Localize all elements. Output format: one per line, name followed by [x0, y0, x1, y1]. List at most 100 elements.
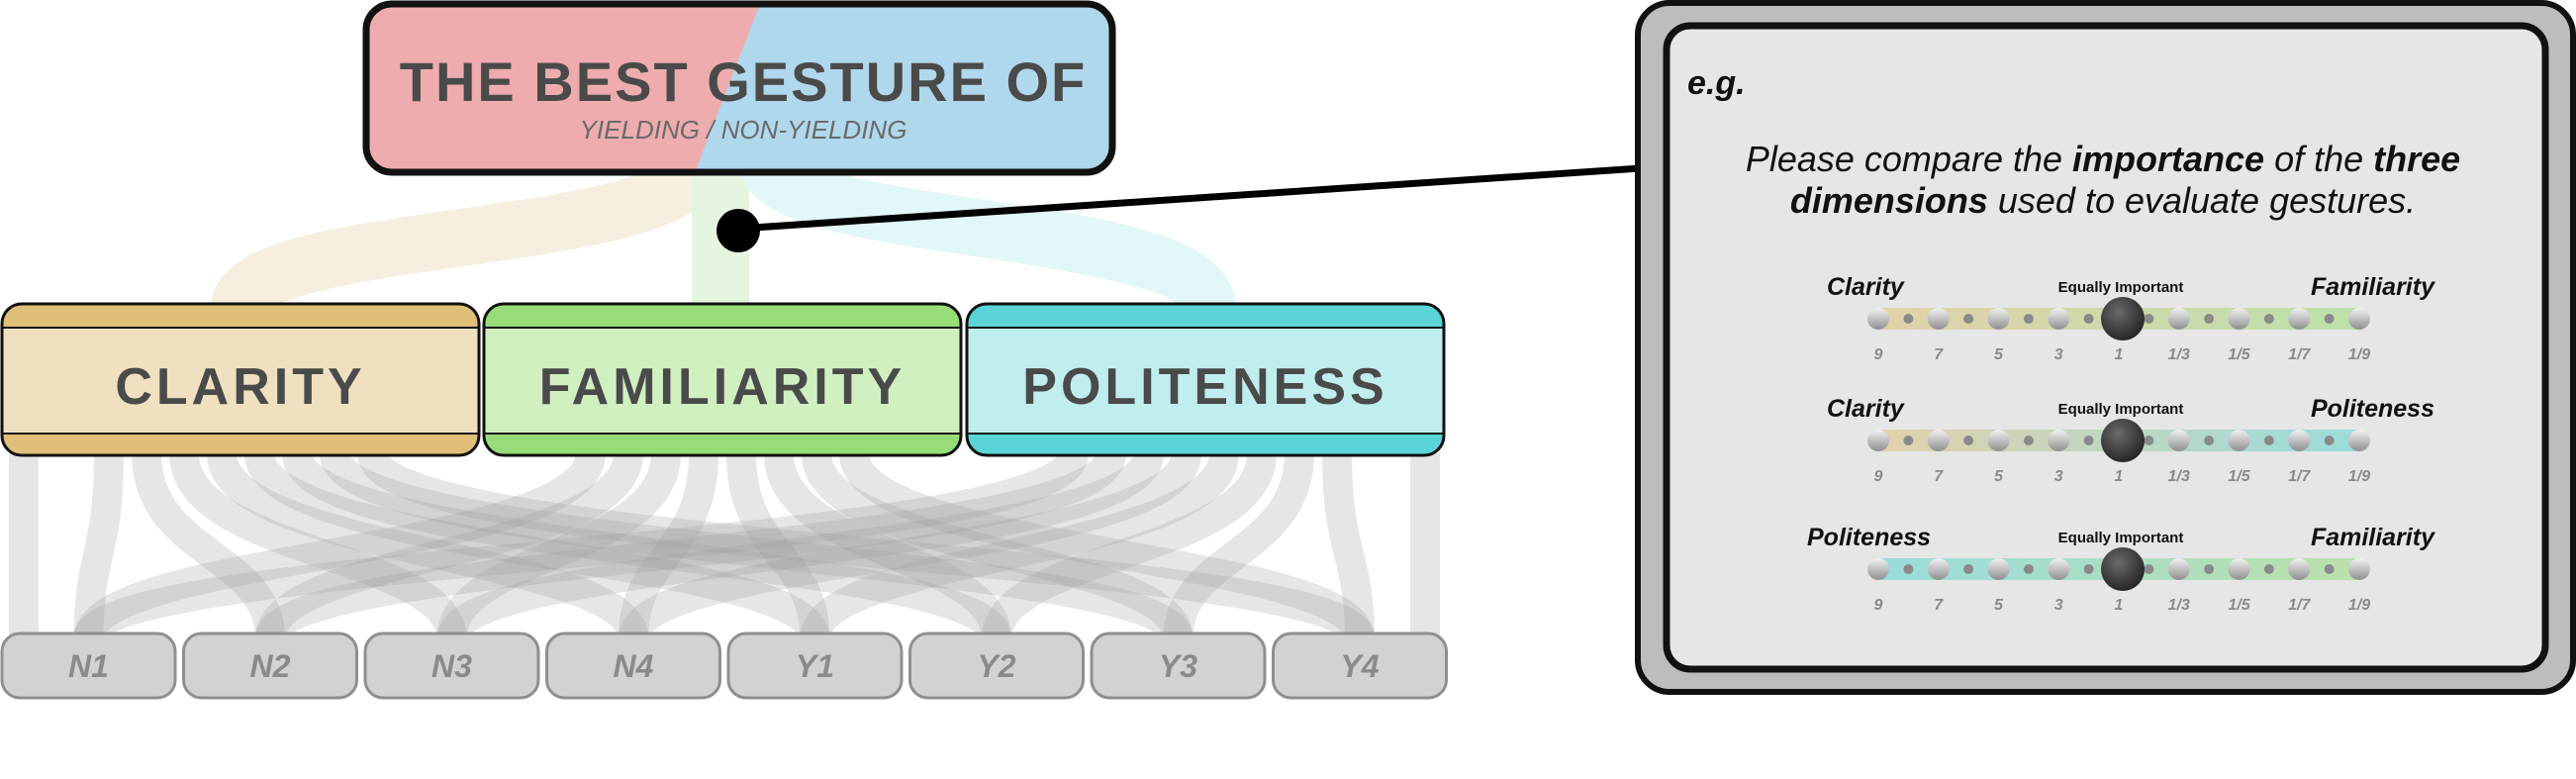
- alternative-label: N3: [431, 648, 472, 684]
- scale-label: 1/3: [2168, 468, 2190, 485]
- alternative-box-y1: Y1: [726, 632, 904, 700]
- criterion-label: CLARITY: [115, 358, 365, 416]
- scale-option-dot[interactable]: [2228, 558, 2250, 580]
- scale-option-dot[interactable]: [2167, 430, 2190, 451]
- alternative-links: [9, 449, 1440, 643]
- scale-option-dot[interactable]: [2048, 308, 2070, 330]
- alternative-box-n2: N2: [182, 632, 358, 700]
- comparison-left-label: Clarity: [1827, 273, 1905, 301]
- scale-minor-dot: [2263, 314, 2274, 324]
- scale-minor-dot: [1903, 564, 1914, 574]
- criterion-box-familiarity: FAMILIARITY: [482, 302, 963, 457]
- scale-label: 1/7: [2288, 468, 2311, 485]
- alternative-link: [1322, 452, 1375, 639]
- equally-important-label: Equally Important: [2058, 279, 2184, 296]
- scale-minor-dot: [2083, 314, 2094, 324]
- criterion-box-clarity: CLARITY: [0, 302, 481, 457]
- alternative-link: [436, 449, 1164, 642]
- scale-minor-dot: [2263, 436, 2274, 445]
- alternative-link: [73, 450, 606, 642]
- alternative-label: Y1: [796, 648, 834, 684]
- scale-option-dot[interactable]: [2228, 308, 2250, 330]
- scale-option-dot[interactable]: [1927, 430, 1950, 451]
- scale-minor-dot: [2023, 436, 2034, 445]
- scale-label: 1/3: [2168, 597, 2190, 614]
- comparison-left-label: Clarity: [1827, 395, 1905, 423]
- criterion-label: FAMILIARITY: [539, 358, 906, 416]
- scale-label: 1: [2115, 468, 2124, 485]
- goal-box: THE BEST GESTURE OF YIELDING / NON-YIELD…: [362, 0, 1116, 176]
- scale-label: 1/9: [2348, 468, 2370, 485]
- scale-label: 9: [1874, 597, 1883, 614]
- scale-minor-dot: [1903, 314, 1914, 324]
- comparison-right-label: Politeness: [2311, 395, 2434, 423]
- alternative-box-y2: Y2: [908, 632, 1085, 700]
- scale-option-dot[interactable]: [2288, 430, 2311, 451]
- scale-minor-dot: [2324, 314, 2335, 324]
- callout-line: [737, 164, 1642, 233]
- scale-option-dot[interactable]: [2348, 308, 2370, 330]
- selected-scale-knob[interactable]: [2101, 297, 2145, 341]
- selected-scale-knob[interactable]: [2101, 547, 2145, 591]
- scale-option-dot[interactable]: [1867, 430, 1889, 451]
- scale-label: 1: [2115, 346, 2124, 363]
- scale-option-dot[interactable]: [2167, 308, 2190, 330]
- scale-minor-dot: [2204, 314, 2215, 324]
- scale-option-dot[interactable]: [1927, 558, 1950, 580]
- scale-option-dot[interactable]: [2348, 430, 2370, 451]
- scale-minor-dot: [2023, 564, 2034, 574]
- scale-label: 7: [1934, 346, 1944, 363]
- example-panel: e.g. Please compare the importance of th…: [1635, 0, 2576, 695]
- scale-option-dot[interactable]: [1987, 308, 2010, 330]
- scale-option-dot[interactable]: [2167, 558, 2190, 580]
- scale-label: 7: [1934, 468, 1944, 485]
- scale-label: 1/5: [2228, 468, 2250, 485]
- alternative-label: N1: [68, 648, 109, 684]
- scale-option-dot[interactable]: [2048, 558, 2070, 580]
- scale-label: 3: [2054, 597, 2063, 614]
- alternative-link: [1163, 452, 1314, 639]
- selected-scale-knob[interactable]: [2101, 419, 2145, 462]
- scale-option-dot[interactable]: [2288, 558, 2311, 580]
- alternative-link: [619, 452, 718, 639]
- alternative-box-n1: N1: [0, 632, 177, 700]
- scale-minor-dot: [2083, 436, 2094, 445]
- scale-minor-dot: [1963, 564, 1974, 574]
- scale-label: 1/9: [2348, 346, 2370, 363]
- scale-minor-dot: [1903, 436, 1914, 445]
- criterion-label: POLITENESS: [1022, 358, 1387, 416]
- scale-label: 1/7: [2288, 597, 2311, 614]
- alternative-link: [982, 451, 1277, 640]
- criterion-link: [738, 150, 1236, 315]
- scale-minor-dot: [2144, 314, 2154, 324]
- scale-label: 9: [1874, 468, 1883, 485]
- comparison-right-label: Familiarity: [2311, 524, 2435, 551]
- scale-label: 7: [1934, 597, 1944, 614]
- criterion-link: [211, 152, 726, 317]
- scale-option-dot[interactable]: [1927, 308, 1950, 330]
- alternative-label: Y2: [977, 648, 1015, 684]
- scale-label: 5: [1994, 597, 2004, 614]
- scale-label: 1/3: [2168, 346, 2190, 363]
- alternative-link: [255, 449, 1126, 643]
- scale-label: 1/9: [2348, 597, 2370, 614]
- scale-option-dot[interactable]: [2348, 558, 2370, 580]
- alternative-link: [255, 451, 643, 641]
- alternative-link: [207, 450, 648, 641]
- alternative-link: [839, 450, 1375, 642]
- alternative-link: [282, 449, 1011, 642]
- equally-important-label: Equally Important: [2058, 530, 2184, 546]
- criterion-box-politeness: POLITENESS: [965, 302, 1446, 457]
- comparison-right-label: Familiarity: [2311, 273, 2435, 301]
- scale-option-dot[interactable]: [2048, 430, 2070, 451]
- scale-option-dot[interactable]: [2228, 430, 2250, 451]
- alternative-link: [436, 451, 681, 640]
- scale-option-dot[interactable]: [1867, 308, 1889, 330]
- scale-option-dot[interactable]: [1867, 558, 1889, 580]
- scale-option-dot[interactable]: [1987, 430, 2010, 451]
- scale-option-dot[interactable]: [2288, 308, 2311, 330]
- alternative-link: [764, 451, 1011, 640]
- scale-label: 3: [2054, 346, 2063, 363]
- scale-option-dot[interactable]: [1987, 558, 2010, 580]
